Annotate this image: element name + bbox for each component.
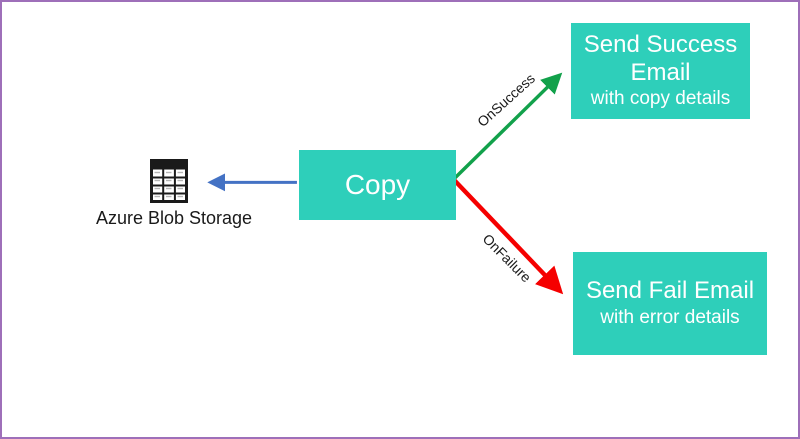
- fail-email-title: Send Fail Email: [585, 277, 755, 305]
- success-email-subtitle: with copy details: [590, 88, 731, 110]
- copy-activity-label: Copy: [344, 169, 411, 201]
- on-success-arrow: [453, 72, 563, 180]
- fail-email-activity: Send Fail Email with error details: [573, 252, 767, 355]
- fail-email-subtitle: with error details: [600, 306, 740, 328]
- on-failure-edge-label: OnFailure: [479, 230, 535, 286]
- on-success-edge-label: OnSuccess: [474, 70, 538, 130]
- success-email-activity: Send Success Email with copy details: [571, 23, 750, 119]
- copy-activity: Copy: [299, 150, 456, 220]
- table-icon: [150, 159, 188, 203]
- success-email-title: Send Success Email: [583, 30, 738, 87]
- on-failure-arrow: [452, 178, 564, 295]
- source-dataset-label: Azure Blob Storage: [95, 208, 253, 228]
